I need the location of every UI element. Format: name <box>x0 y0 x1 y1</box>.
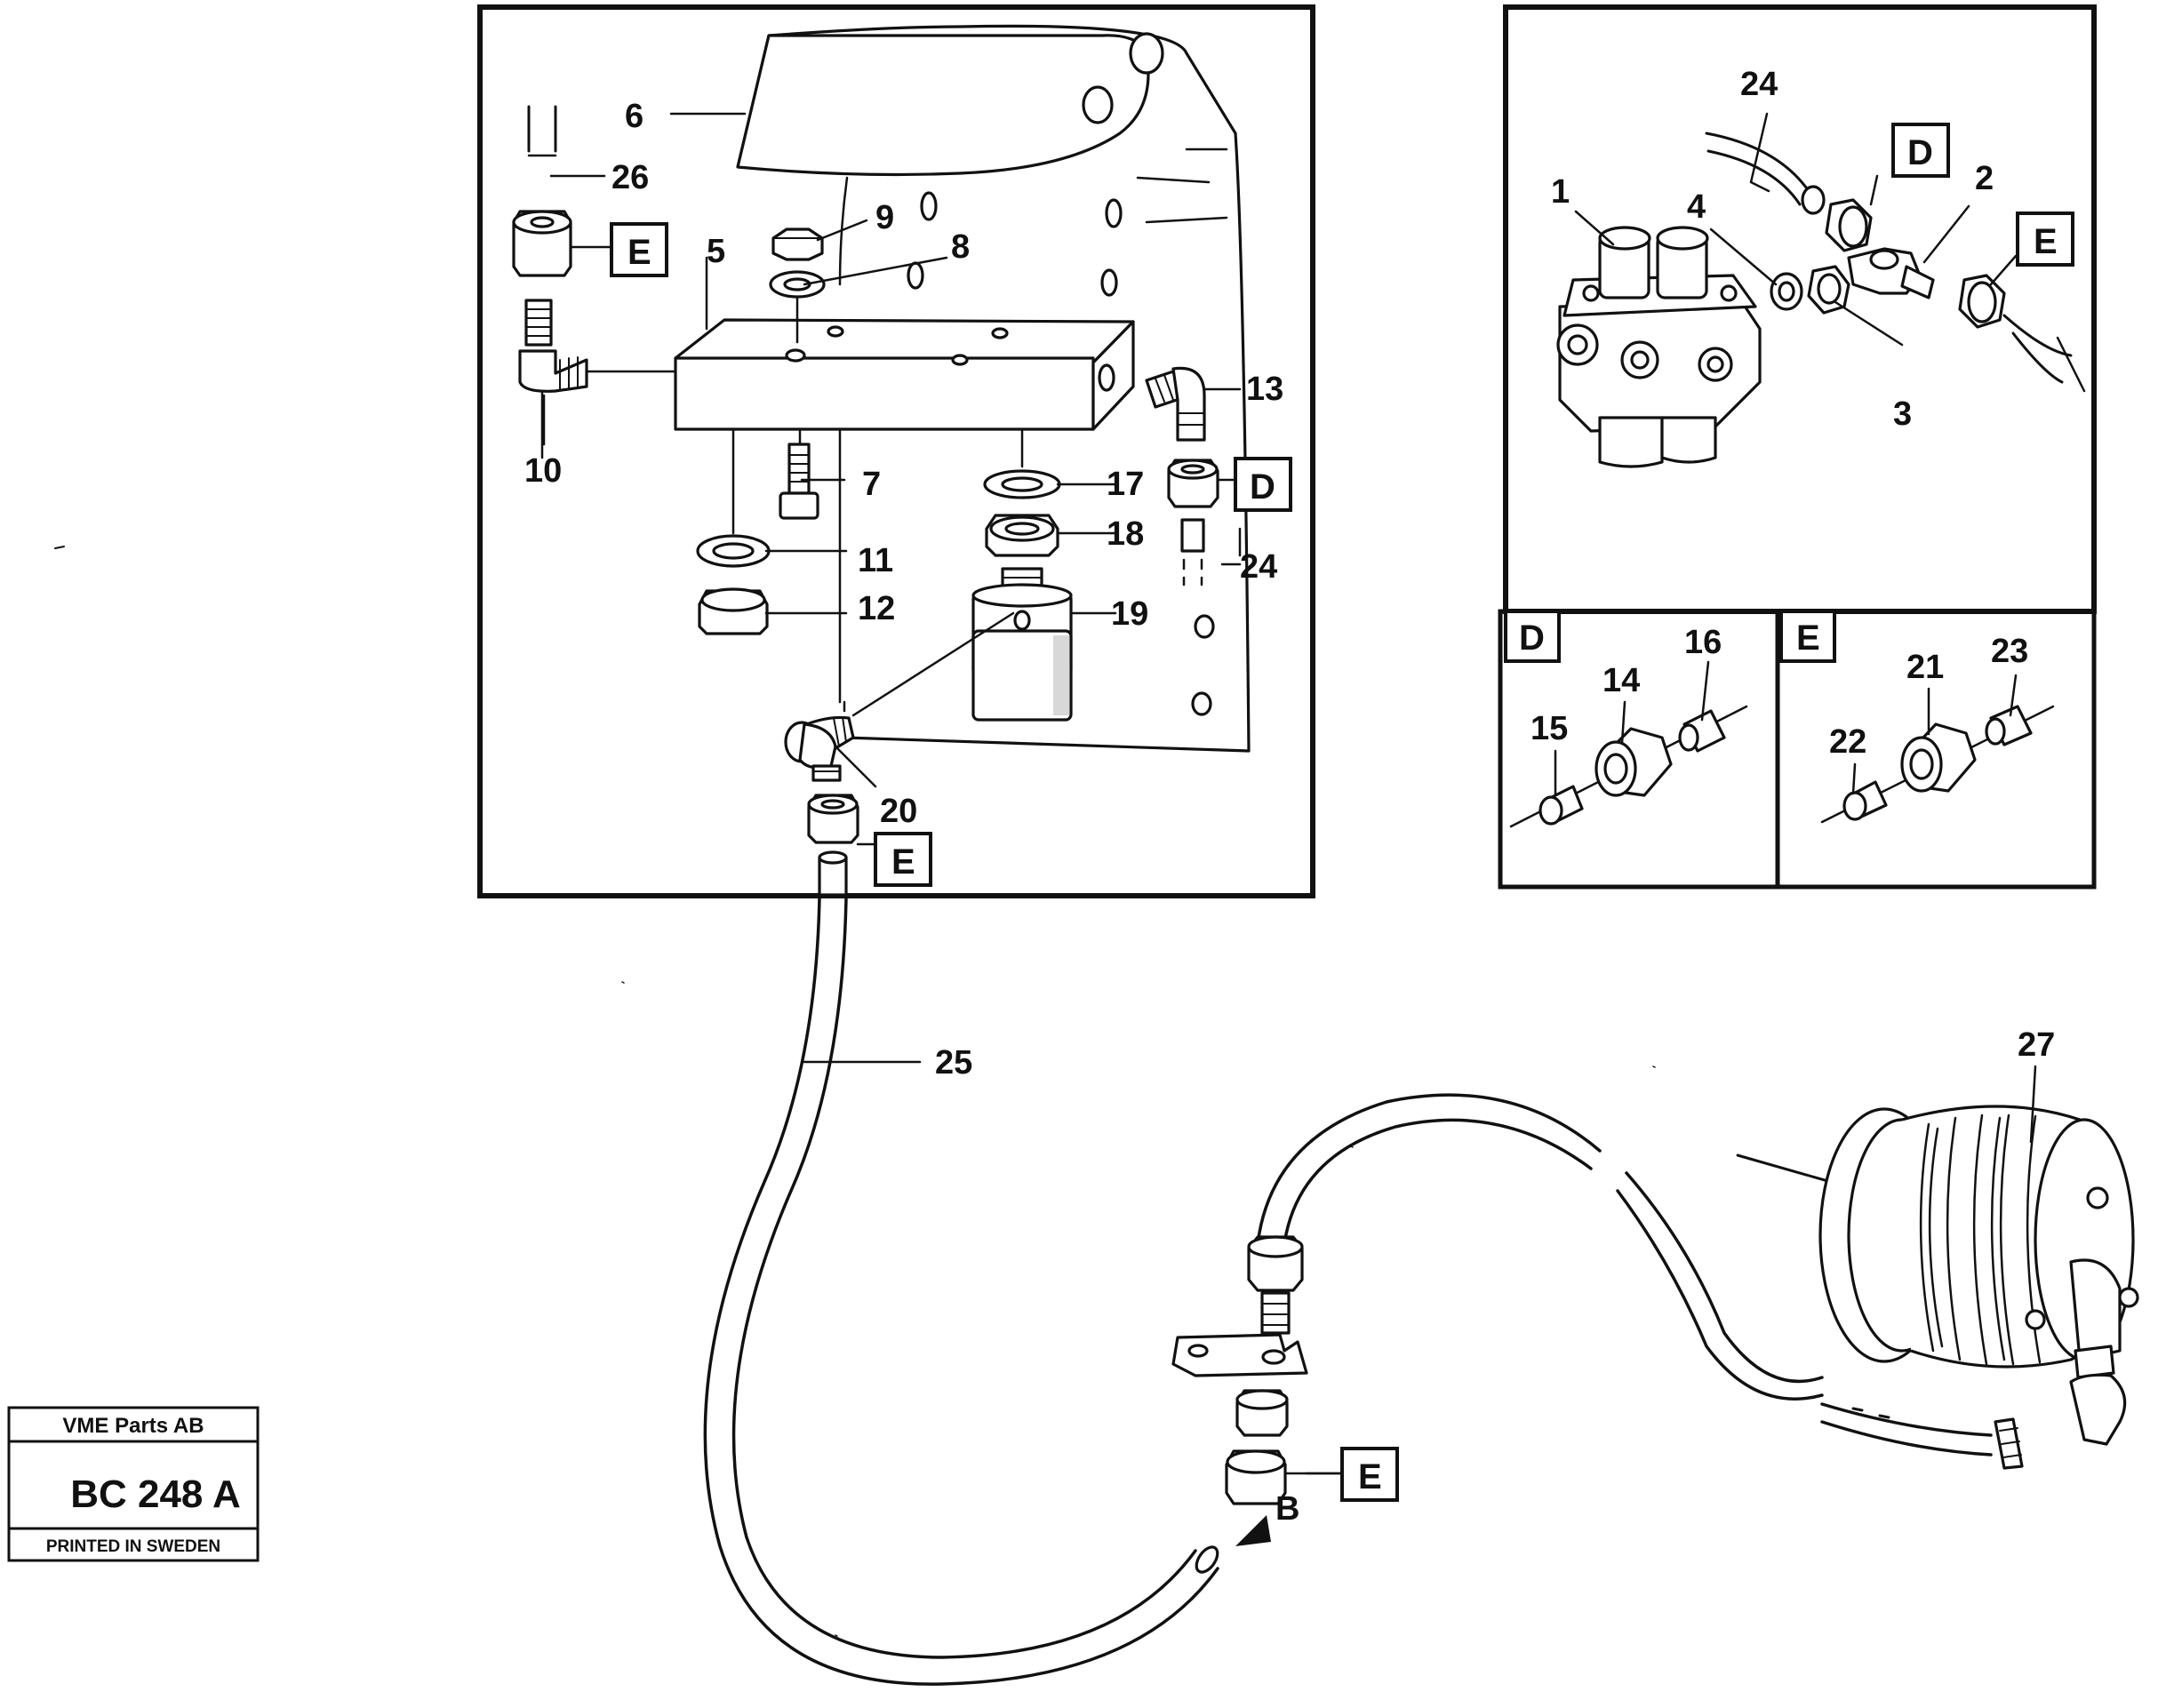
label-8: 8 <box>951 228 970 266</box>
svg-text:D: D <box>1907 133 1933 172</box>
part-12-nut <box>698 587 769 635</box>
part-16-sleeve <box>1678 709 1726 753</box>
label-18: 18 <box>1107 515 1144 553</box>
bottom-fitting-stack <box>1171 1235 1344 1505</box>
lower-nut <box>807 794 859 844</box>
leader-lines <box>542 112 2037 1475</box>
label-25: 25 <box>935 1044 972 1081</box>
label-13: 13 <box>1246 371 1283 408</box>
callout-boxes: E D E D E D E E <box>610 123 2074 1502</box>
part-5-valve-block <box>674 318 1135 431</box>
svg-text:E: E <box>627 233 651 272</box>
part-27-brake-chamber <box>1736 1105 2139 1470</box>
top-left-nut <box>512 210 572 277</box>
label-2: 2 <box>1975 160 1994 197</box>
main-assembly-frame <box>477 4 1315 898</box>
part-23-sleeve <box>1985 705 2033 746</box>
label-24-top: 24 <box>1740 66 1778 103</box>
part-10-elbow-fitting <box>518 299 677 459</box>
label-9: 9 <box>875 199 894 236</box>
stamp-printed: PRINTED IN SWEDEN <box>46 1537 220 1556</box>
part-24-pipe-top <box>1705 132 1826 215</box>
callout-e-top-right: E <box>2016 212 2074 267</box>
callout-d-detail: D <box>1504 610 1561 663</box>
label-27: 27 <box>2018 1026 2055 1064</box>
label-10: 10 <box>524 452 562 490</box>
svg-text:D: D <box>1519 619 1545 658</box>
stamp-company: VME Parts AB <box>62 1414 204 1438</box>
callout-e-main-bottom: E <box>874 832 932 887</box>
callout-e-bottom: E <box>1340 1447 1399 1502</box>
part-25-pipe <box>703 896 1219 1686</box>
label-22: 22 <box>1829 723 1866 761</box>
label-19: 19 <box>1111 595 1148 633</box>
label-16: 16 <box>1684 624 1722 661</box>
catalog-stamp: VME Parts AB BC 248 A PRINTED IN SWEDEN <box>7 1406 260 1562</box>
label-7: 7 <box>862 466 881 503</box>
arrow-b <box>1235 1515 1271 1546</box>
svg-text:D: D <box>1250 467 1275 507</box>
part-13-elbow <box>1145 366 1206 442</box>
part-14-nut <box>1595 727 1673 797</box>
part-9-nut <box>771 227 824 261</box>
part-18-nut <box>985 514 1059 557</box>
part-15-ferrule <box>1539 785 1584 826</box>
part-11-washer <box>696 534 771 568</box>
callout-e-top-left: E <box>610 222 668 277</box>
part-22-ferrule <box>1842 780 1888 821</box>
part-1-relay-valve <box>1556 226 1762 468</box>
label-6: 6 <box>625 98 643 135</box>
d-nut <box>1167 459 1219 508</box>
detail-e-frame <box>1775 609 2097 890</box>
callout-d-main: D <box>1234 457 1292 512</box>
part-8-washer <box>769 270 826 299</box>
label-4: 4 <box>1687 188 1706 226</box>
part-24-pipe-short <box>1180 518 1205 587</box>
e-nut-top-right <box>1958 274 2006 329</box>
hose-to-brake-cylinder <box>1256 1093 1993 1457</box>
label-20: 20 <box>880 793 917 830</box>
callout-e-detail: E <box>1779 610 1836 663</box>
part-26-pipe <box>527 105 557 157</box>
part-2-tee-fitting <box>1847 247 1935 299</box>
part-20-swivel-fitting <box>784 611 1015 782</box>
label-24-main: 24 <box>1240 548 1277 586</box>
part-21-nut <box>1900 722 1977 793</box>
label-21: 21 <box>1906 649 1944 686</box>
svg-text:E: E <box>1358 1457 1382 1496</box>
label-26: 26 <box>611 159 649 196</box>
label-12: 12 <box>858 590 895 627</box>
label-b: B <box>1275 1490 1299 1528</box>
label-11: 11 <box>858 542 893 579</box>
stamp-code: BC 248 A <box>70 1473 241 1516</box>
part-17-washer <box>983 469 1061 499</box>
label-17: 17 <box>1107 466 1144 503</box>
detail-d-frame <box>1498 609 1780 890</box>
part-19-sensor-body <box>971 567 1073 722</box>
callout-d-top-right: D <box>1891 123 1950 178</box>
label-15: 15 <box>1531 710 1568 747</box>
svg-text:E: E <box>2034 222 2058 261</box>
label-23: 23 <box>1991 633 2028 670</box>
label-14: 14 <box>1603 662 1640 699</box>
label-1: 1 <box>1551 173 1570 211</box>
svg-text:E: E <box>891 842 915 882</box>
part-4-washer <box>1770 272 1803 311</box>
part-number-labels: 6 26 9 8 5 13 10 7 17 18 24 11 12 19 20 … <box>524 66 2055 1528</box>
svg-text:E: E <box>1796 619 1820 658</box>
label-3: 3 <box>1893 395 1912 433</box>
label-5: 5 <box>707 233 725 270</box>
d-nut-top-right <box>1825 198 1873 252</box>
valve-detail-frame <box>1503 4 2097 614</box>
